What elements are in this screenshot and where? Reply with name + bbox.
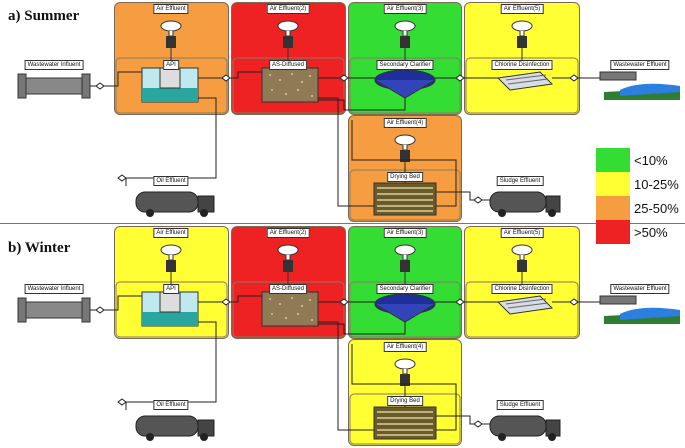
color-legend: <10% 10-25% 25-50% >50%	[596, 148, 682, 244]
summer-flow-svg	[17, 20, 680, 221]
air-effluent-units	[160, 20, 533, 170]
legend-swatch	[596, 220, 630, 244]
process-label-secondary-clarifier: Secondary Clarifier	[376, 284, 434, 294]
process-label-api: API	[163, 284, 179, 294]
drying-bed-label: Drying Bed	[387, 396, 423, 406]
air-effluent-label-3: Air Effluent(3)	[383, 228, 427, 238]
process-label-as-diffused: AS-Diffused	[269, 60, 307, 70]
air-effluent-label-1: Air Effluent	[153, 228, 189, 238]
api-tank	[141, 67, 199, 103]
process-label-as-diffused: AS-Diffused	[269, 284, 307, 294]
legend-swatch	[596, 148, 630, 172]
legend-label: >50%	[634, 224, 668, 240]
influent-label: Wastewater Influent	[24, 284, 84, 294]
summer-panel: a) Summer	[8, 2, 680, 222]
winter-title: b) Winter	[8, 240, 71, 256]
air-effluent-4-label: Air Effluent(4)	[383, 118, 427, 128]
summer-title: a) Summer	[8, 8, 80, 24]
sludge-effluent-label: Sludge Effluent	[496, 176, 544, 186]
process-label-api: API	[163, 60, 179, 70]
legend-row-25-50: 25-50%	[596, 196, 682, 220]
legend-row-under-10: <10%	[596, 148, 682, 172]
as-diffused-tank	[261, 291, 319, 327]
air-effluent-label-3: Air Effluent(3)	[383, 4, 427, 14]
sludge-truck	[489, 191, 561, 217]
air-effluent-units	[160, 244, 533, 394]
effluent-label: Wastewater Effluent	[610, 284, 670, 294]
section-divider	[0, 223, 685, 224]
effluent-label: Wastewater Effluent	[610, 60, 670, 70]
winter-panel: b) Winter	[0, 224, 685, 448]
sludge-truck	[489, 415, 561, 441]
legend-label: <10%	[634, 152, 668, 168]
influent-label: Wastewater Influent	[24, 60, 84, 70]
clarifier-tank	[374, 293, 436, 323]
oil-effluent-label: Oil Effluent	[153, 176, 189, 186]
process-label-secondary-clarifier: Secondary Clarifier	[376, 60, 434, 70]
chlorine-unit	[496, 295, 554, 315]
oil-truck	[135, 415, 215, 441]
drying-bed	[373, 406, 437, 440]
sludge-effluent-label: Sludge Effluent	[496, 400, 544, 410]
influent-pipe	[17, 73, 91, 99]
oil-effluent-label: Oil Effluent	[153, 400, 189, 410]
drying-bed-label: Drying Bed	[387, 172, 423, 182]
api-tank	[141, 291, 199, 327]
legend-row-10-25: 10-25%	[596, 172, 682, 196]
legend-row-over-50: >50%	[596, 220, 682, 244]
effluent-outfall	[599, 295, 680, 324]
legend-label: 25-50%	[634, 200, 679, 216]
drying-bed	[373, 182, 437, 216]
air-effluent-4-label: Air Effluent(4)	[383, 342, 427, 352]
legend-swatch	[596, 196, 630, 220]
air-effluent-label-1: Air Effluent	[153, 4, 189, 14]
process-label-chlorine-disinfection: Chlorine Disinfection	[491, 60, 553, 70]
air-effluent-label-5: Air Effluent(5)	[500, 4, 544, 14]
influent-pipe	[17, 297, 91, 323]
legend-label: 10-25%	[634, 176, 679, 192]
chlorine-unit	[496, 71, 554, 91]
air-effluent-label-5: Air Effluent(5)	[500, 228, 544, 238]
as-diffused-tank	[261, 67, 319, 103]
process-label-chlorine-disinfection: Chlorine Disinfection	[491, 284, 553, 294]
clarifier-tank	[374, 69, 436, 99]
oil-truck	[135, 191, 215, 217]
effluent-outfall	[599, 71, 680, 100]
air-effluent-label-2: Air Effluent(2)	[266, 228, 310, 238]
winter-flow-svg	[17, 244, 680, 445]
air-effluent-label-2: Air Effluent(2)	[266, 4, 310, 14]
legend-swatch	[596, 172, 630, 196]
